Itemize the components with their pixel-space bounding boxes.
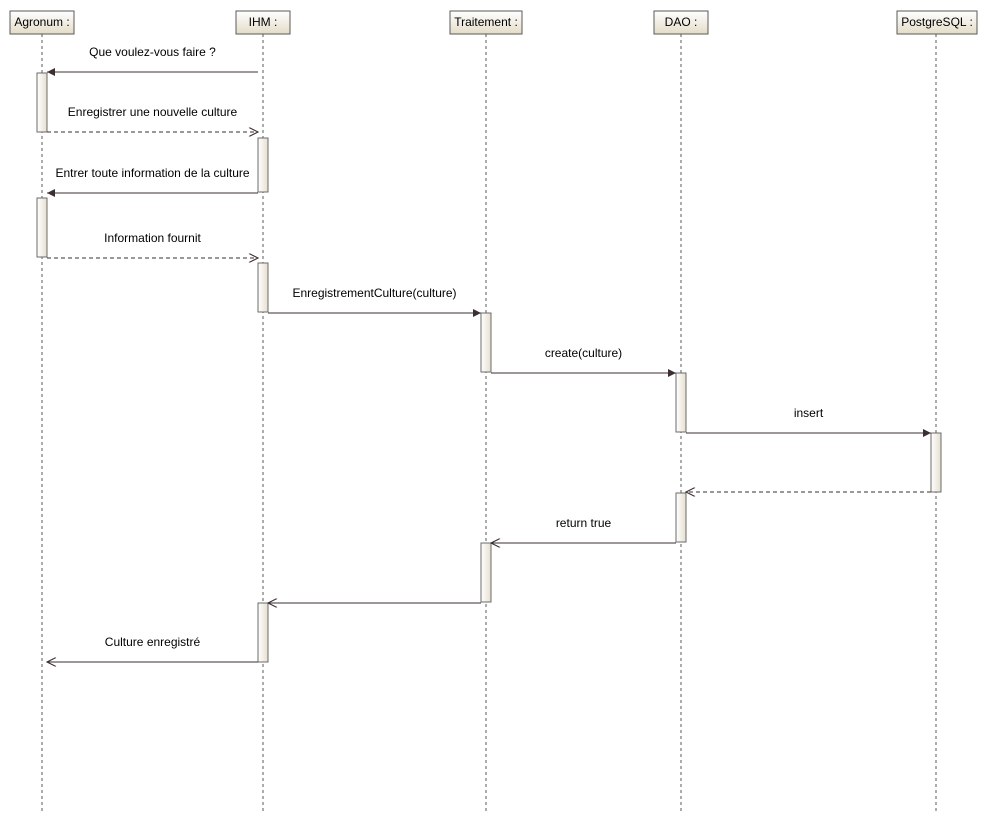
activation-bar-ihm <box>257 262 269 313</box>
activation-bar-traitement <box>480 542 492 603</box>
lifeline-label-agronum: Agronum : <box>14 15 69 29</box>
message-label: return true <box>556 516 612 530</box>
message-2: Enregistrer une nouvelle culture <box>47 105 258 132</box>
activation-bar-dao <box>675 492 687 543</box>
message-label: Information fournit <box>104 231 201 245</box>
message-label: Que voulez-vous faire ? <box>89 45 216 59</box>
lifeline-box <box>9 10 75 35</box>
lifeline-headers: Agronum : IHM : Traitement : DAO : PostgreSQ… <box>9 10 978 35</box>
message-4: Information fournit <box>47 231 258 258</box>
activation-bar-traitement <box>480 312 492 373</box>
message-label: EnregistrementCulture(culture) <box>292 286 456 300</box>
activation-bar-ihm <box>257 602 269 663</box>
activation-bar-postgresql <box>930 432 942 493</box>
lifeline-label-dao: DAO : <box>665 15 698 29</box>
lifelines <box>41 34 937 813</box>
lifeline-box <box>896 10 978 35</box>
message-6: create(culture) <box>491 346 676 377</box>
lifeline-box <box>235 10 291 35</box>
activations <box>36 72 942 663</box>
messages: Que voulez-vous faire ? Enregistrer une n… <box>47 45 931 662</box>
activation-bar-dao <box>675 372 687 433</box>
lifeline-label-ihm: IHM : <box>249 15 278 29</box>
lifeline-header-ihm: IHM : <box>235 10 291 35</box>
message-label: create(culture) <box>545 346 622 360</box>
lifeline-label-traitement: Traitement : <box>454 15 518 29</box>
message-5: EnregistrementCulture(culture) <box>268 286 481 317</box>
message-1: Que voulez-vous faire ? <box>47 45 258 76</box>
activation-bar-ihm <box>257 137 269 193</box>
message-label: Culture enregistré <box>105 635 201 649</box>
lifeline-header-traitement: Traitement : <box>449 10 523 35</box>
lifeline-box <box>449 10 523 35</box>
message-9: return true <box>491 516 676 543</box>
activation-bar-agronum <box>36 197 48 258</box>
message-label: insert <box>794 406 824 420</box>
message-label: Enregistrer une nouvelle culture <box>68 105 238 119</box>
message-3: Entrer toute information de la culture <box>47 166 258 197</box>
lifeline-header-postgresql: PostgreSQL : <box>896 10 978 35</box>
activation-bar-agronum <box>36 72 48 133</box>
message-7: insert <box>686 406 931 437</box>
message-11: Culture enregistré <box>47 635 258 662</box>
lifeline-header-dao: DAO : <box>653 10 709 35</box>
lifeline-box <box>653 10 709 35</box>
message-label: Entrer toute information de la culture <box>55 166 249 180</box>
lifeline-label-postgresql: PostgreSQL : <box>901 15 973 29</box>
lifeline-header-agronum: Agronum : <box>9 10 75 35</box>
